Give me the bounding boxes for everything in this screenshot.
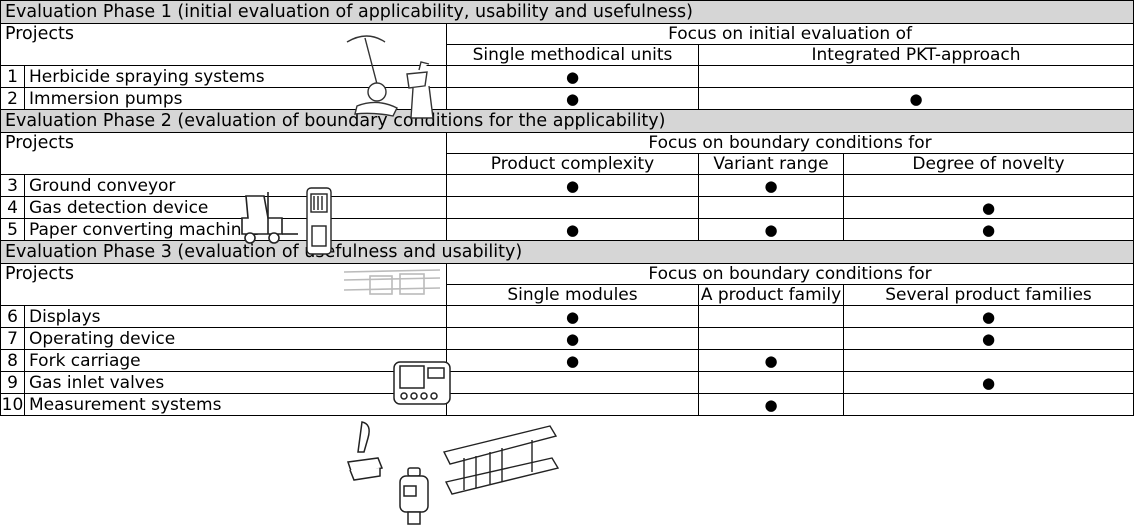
evaluation-phases-table: Evaluation Phase 1 (initial evaluation o… [0,0,1135,416]
mark-cell: ● [446,305,699,328]
phase-1-title: Evaluation Phase 1 (initial evaluation o… [0,0,1135,24]
project-number: 9 [0,371,25,394]
project-number: 7 [0,327,25,350]
phase-2-column-header: Degree of novelty [842,153,1135,175]
mark-cell [697,65,1135,88]
project-name: Ground conveyor [24,174,447,197]
project-number: 6 [0,305,25,328]
phase-3-column-header: Single modules [446,284,699,306]
mark-cell [842,349,1135,372]
project-name: Gas inlet valves [24,371,447,394]
mark-cell: ● [698,218,844,241]
table-row: 10 Measurement systems ● [0,393,1135,416]
phase-2-column-header: Variant range [698,153,844,175]
phase-1-focus-label: Focus on initial evaluation of [445,23,1135,45]
phase-2-column-header: Product complexity [446,153,699,175]
mark-cell [446,371,699,394]
mark-cell: ● [842,327,1135,350]
table-row: 6 Displays ● ● [0,305,1135,328]
mark-cell: ● [446,349,699,372]
phase-2-projects-label: Projects [0,132,447,175]
mark-cell: ● [698,349,844,372]
mark-cell: ● [842,196,1135,219]
phase-2-title: Evaluation Phase 2 (evaluation of bounda… [0,109,1135,133]
phase-3-focus-label: Focus on boundary conditions for [445,263,1135,285]
mark-cell: ● [446,65,699,88]
mark-cell: ● [842,218,1135,241]
project-number: 4 [0,196,25,219]
phase-3-column-header: A product family [698,284,844,306]
project-number: 2 [0,87,25,110]
fork-carriage-illustration [440,412,566,502]
mark-cell [446,196,699,219]
mark-cell: ● [842,371,1135,394]
table-row: 1 Herbicide spraying systems ● [0,65,1135,88]
phase-3-column-header: Several product families [842,284,1135,306]
mark-cell: ● [446,87,699,110]
phase-1-column-header: Single methodical units [446,44,699,66]
mark-cell: ● [446,174,699,197]
table-row: 8 Fork carriage ● ● [0,349,1135,372]
phase-2-focus-label: Focus on boundary conditions for [445,132,1135,154]
project-number: 10 [0,393,25,416]
project-number: 5 [0,218,25,241]
project-name: Displays [24,305,447,328]
project-name: Gas detection device [24,196,447,219]
phase-3-projects-label: Projects [0,263,447,306]
table-row: 9 Gas inlet valves ● [0,371,1135,394]
project-name: Fork carriage [24,349,447,372]
mark-cell: ● [697,87,1135,110]
project-number: 3 [0,174,25,197]
project-name: Operating device [24,327,447,350]
mark-cell [698,327,844,350]
mark-cell [698,305,844,328]
project-name: Immersion pumps [24,87,447,110]
gas-inlet-valve-illustration [394,466,434,526]
operating-device-joystick-illustration [338,418,388,482]
project-number: 8 [0,349,25,372]
table-row: 3 Ground conveyor ● ● [0,174,1135,197]
mark-cell [698,196,844,219]
phase-1-projects-label: Projects [0,23,447,66]
table-row: 4 Gas detection device ● [0,196,1135,219]
mark-cell: ● [446,218,699,241]
mark-cell: ● [446,327,699,350]
mark-cell: ● [698,174,844,197]
mark-cell [842,393,1135,416]
mark-cell [446,393,699,416]
mark-cell [842,174,1135,197]
project-name: Measurement systems [24,393,447,416]
table-row: 5 Paper converting machines ● ● ● [0,218,1135,241]
table-row: 2 Immersion pumps ● ● [0,87,1135,110]
mark-cell: ● [698,393,844,416]
project-name: Paper converting machines [24,218,447,241]
project-name: Herbicide spraying systems [24,65,447,88]
mark-cell: ● [842,305,1135,328]
mark-cell [698,371,844,394]
phase-3-title: Evaluation Phase 3 (evaluation of useful… [0,240,1135,264]
phase-1-column-header: Integrated PKT-approach [697,44,1135,66]
table-row: 7 Operating device ● ● [0,327,1135,350]
project-number: 1 [0,65,25,88]
